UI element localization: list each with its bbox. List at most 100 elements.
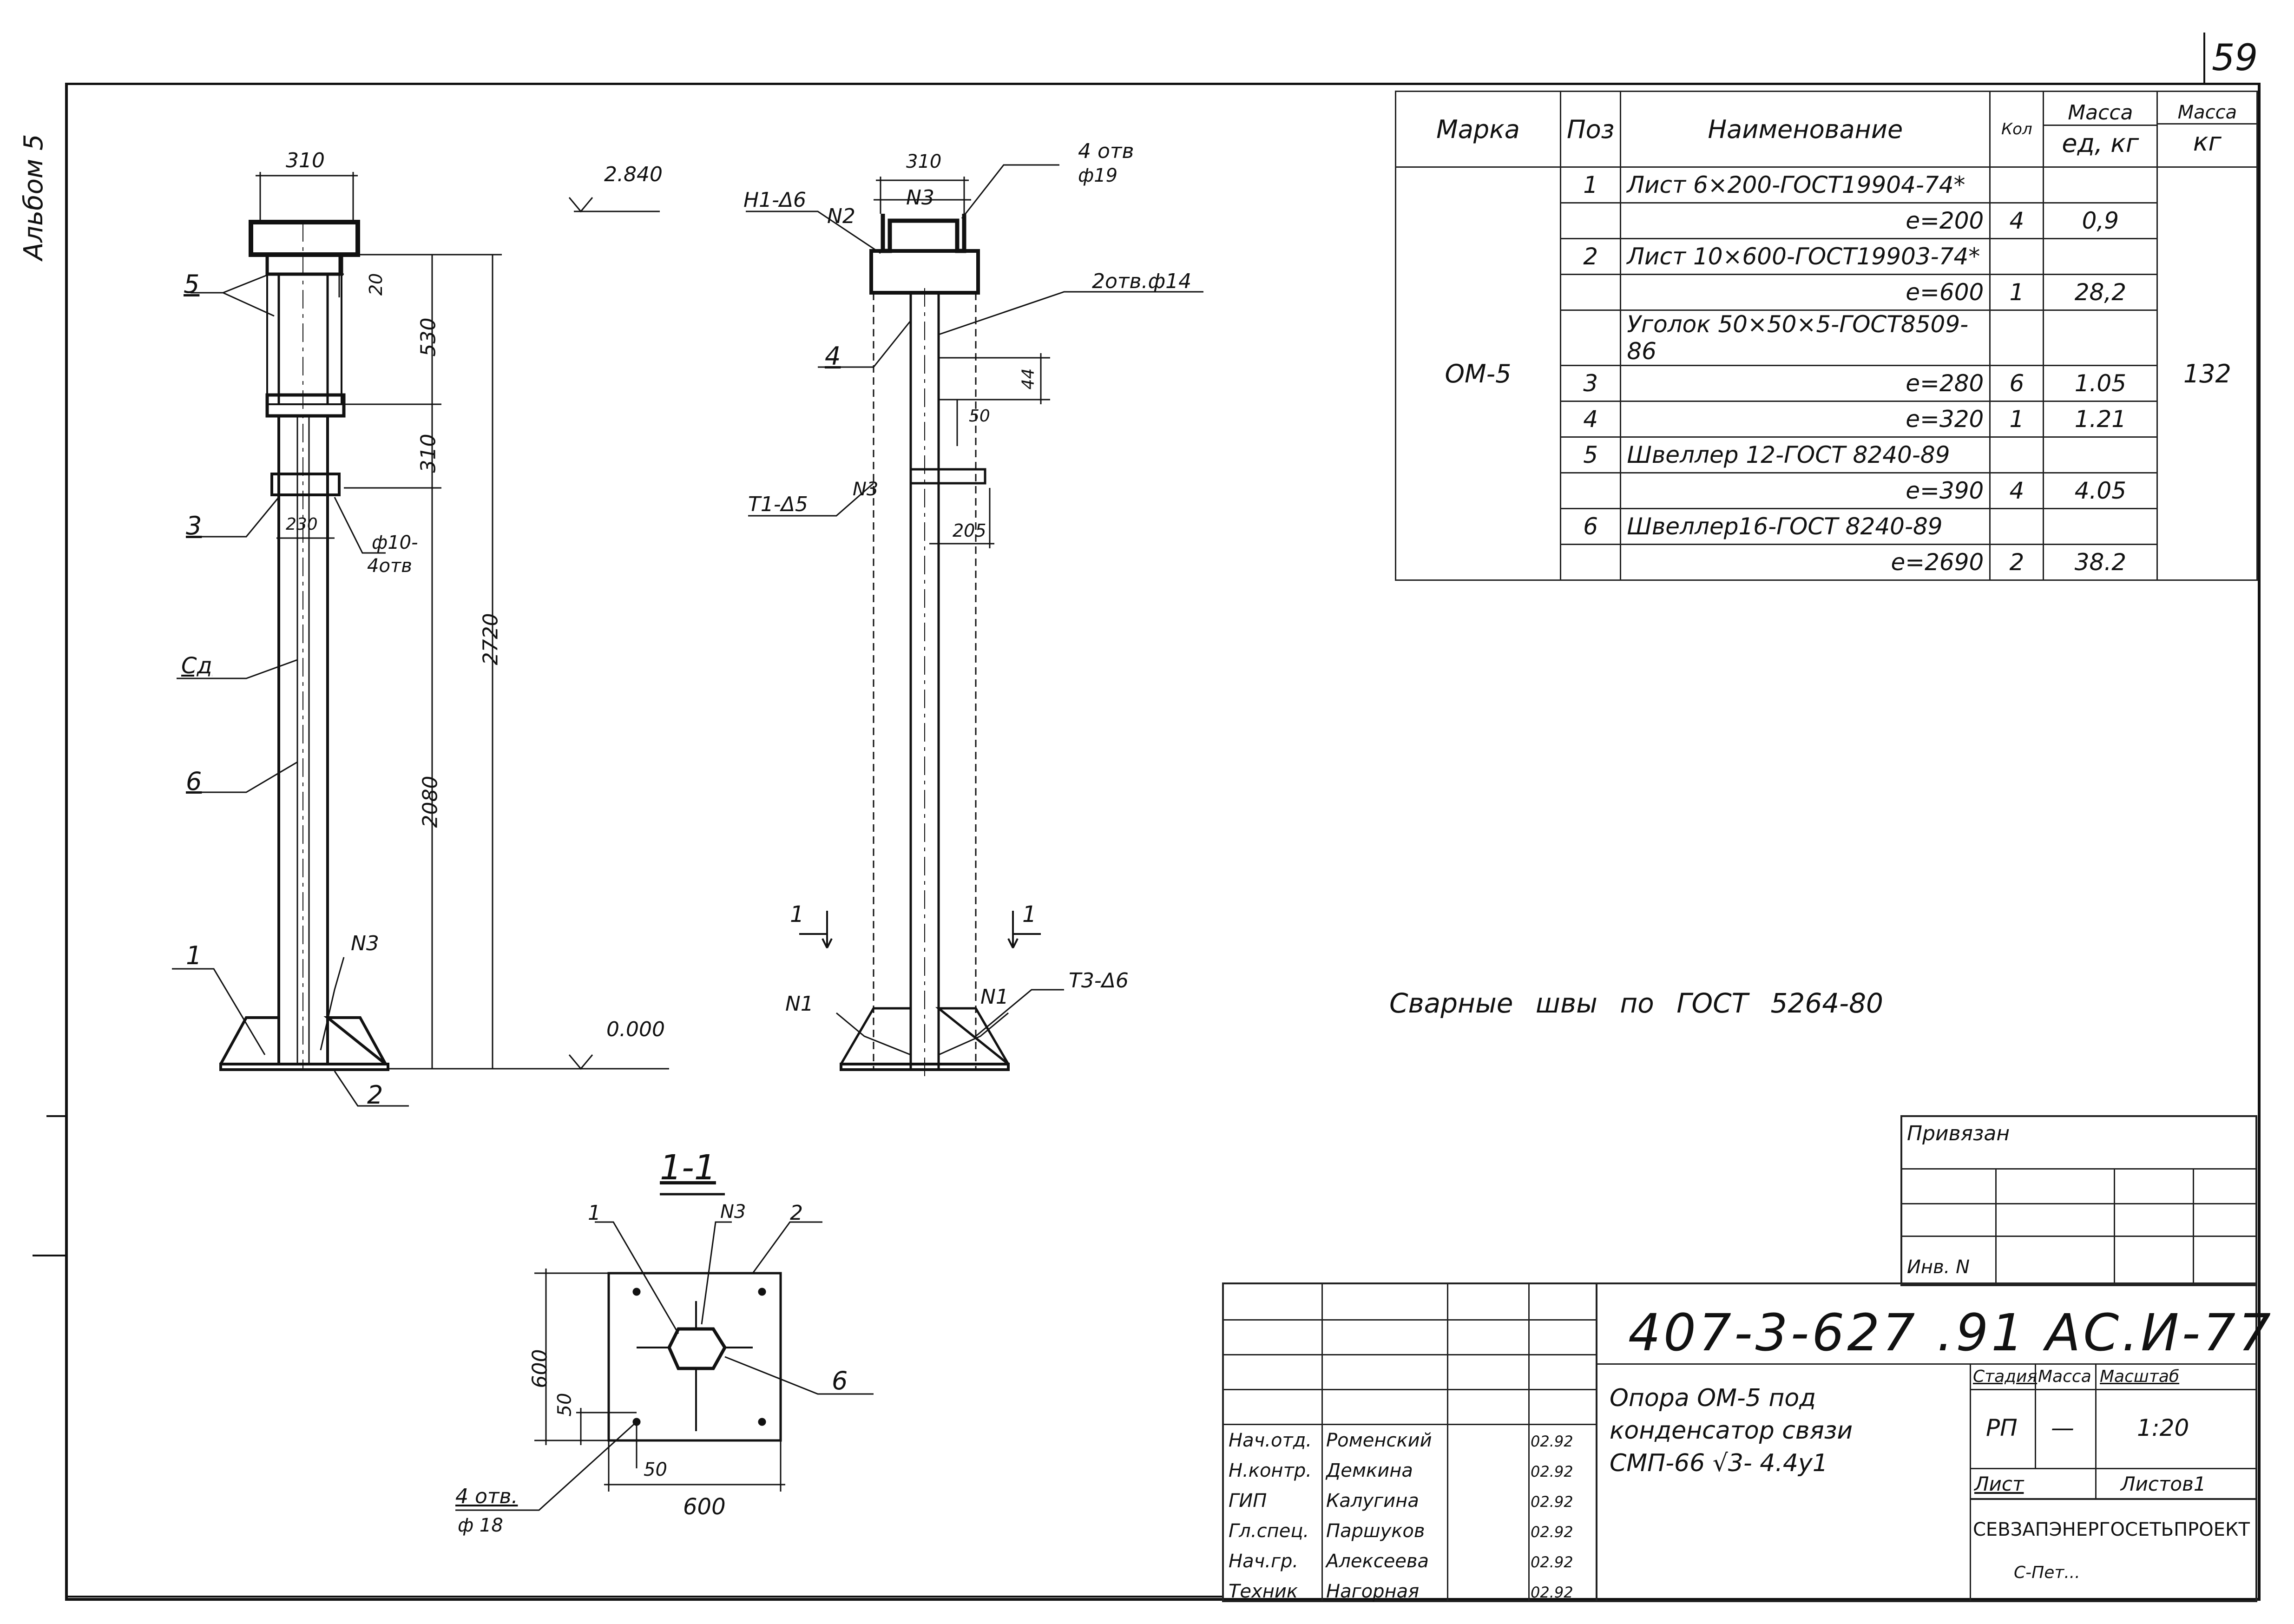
position-3: 3 bbox=[186, 511, 202, 540]
organization-city: С-Пет... bbox=[2014, 1563, 2080, 1582]
position-5: 5 bbox=[184, 270, 200, 299]
row-mass bbox=[2043, 309, 2158, 366]
staff-grid bbox=[1224, 1284, 1597, 1600]
row-quantity: 6 bbox=[1989, 365, 2044, 402]
row-mass: 0,9 bbox=[2043, 202, 2158, 239]
staff-role: Техник bbox=[1229, 1581, 1298, 1602]
row-quantity bbox=[1989, 238, 2044, 275]
header-name: Наименование bbox=[1620, 91, 1991, 168]
staff-role: Нач.отд. bbox=[1229, 1430, 1312, 1451]
page-number-divider bbox=[2203, 33, 2205, 84]
dim-2080: 2080 bbox=[418, 776, 442, 828]
row-position bbox=[1559, 472, 1622, 509]
label-n3-side: N3 bbox=[906, 186, 934, 210]
staff-name: Роменский bbox=[1326, 1430, 1432, 1451]
row-name: е=320 bbox=[1620, 401, 1991, 438]
binding-stamp: Привязан Инв. N bbox=[1900, 1115, 2257, 1286]
header-unit-mass-bottom: ед, кг bbox=[2044, 124, 2157, 158]
dim-310-top: 310 bbox=[286, 149, 325, 172]
row-quantity bbox=[1989, 436, 2044, 473]
inventory-number-label: Инв. N bbox=[1907, 1256, 1970, 1278]
section-dim-50-horizontal: 50 bbox=[644, 1459, 667, 1480]
bottom-border bbox=[65, 1596, 1222, 1598]
weld-t3-a6: Т3-Δ6 bbox=[1069, 969, 1129, 993]
row-mass bbox=[2043, 436, 2158, 473]
label-n1-right: N1 bbox=[980, 985, 1009, 1009]
row-name: Швеллер 12-ГОСТ 8240-89 bbox=[1620, 436, 1991, 473]
row-position: 4 bbox=[1559, 401, 1622, 438]
row-name: е=390 bbox=[1620, 472, 1991, 509]
dim-205: 205 bbox=[953, 520, 986, 541]
label-n3-front: N3 bbox=[351, 932, 379, 955]
stage-label: Стадия bbox=[1973, 1367, 2038, 1386]
row-name: е=200 bbox=[1620, 202, 1991, 239]
row-quantity bbox=[1989, 166, 2044, 204]
section-n3: N3 bbox=[720, 1201, 746, 1223]
section-position-1: 1 bbox=[588, 1201, 601, 1225]
front-view bbox=[172, 172, 669, 1107]
staff-role: Н.контр. bbox=[1229, 1460, 1312, 1481]
description-line: СМП-66 √3- 4.4у1 bbox=[1610, 1449, 1828, 1477]
row-mass: 4.05 bbox=[2043, 472, 2158, 509]
header-unit-mass-top: Масса bbox=[2068, 100, 2133, 125]
section-dim-600-vertical: 600 bbox=[528, 1349, 552, 1388]
staff-name: Паршуков bbox=[1326, 1520, 1425, 1542]
row-name: Уголок 50×50×5-ГОСТ8509-86 bbox=[1620, 309, 1991, 366]
stage-value: РП bbox=[1986, 1414, 2018, 1441]
header-position: Поз bbox=[1559, 91, 1622, 168]
side-2-holes: 2отв.ф14 bbox=[1092, 270, 1192, 293]
staff-date: 02.92 bbox=[1531, 1493, 1573, 1511]
staff-date: 02.92 bbox=[1531, 1433, 1573, 1450]
total-mass-cell: 132 bbox=[2156, 166, 2258, 581]
row-name: Швеллер16-ГОСТ 8240-89 bbox=[1620, 508, 1991, 545]
description-line: Опора ОМ-5 под bbox=[1610, 1384, 1816, 1412]
label-n1-left: N1 bbox=[785, 992, 814, 1016]
drawing-frame bbox=[65, 83, 2261, 1601]
row-quantity: 2 bbox=[1989, 544, 2044, 581]
row-mass: 28,2 bbox=[2043, 274, 2158, 311]
position-2: 2 bbox=[367, 1080, 383, 1110]
section-1-1 bbox=[455, 1193, 874, 1511]
hole-count: 4отв bbox=[367, 555, 412, 577]
mass-label: Масса bbox=[2038, 1367, 2091, 1386]
staff-date: 02.92 bbox=[1531, 1553, 1573, 1571]
row-quantity: 4 bbox=[1989, 202, 2044, 239]
staff-date: 02.92 bbox=[1531, 1584, 1573, 1601]
side-view bbox=[746, 164, 1203, 1078]
row-quantity: 1 bbox=[1989, 401, 2044, 438]
header-quantity: Кол bbox=[1989, 91, 2044, 168]
document-code: 407-3-627 .91 АС.И-77 bbox=[1628, 1303, 2274, 1362]
table-row: ОМ-5 1 Лист 6×200-ГОСТ19904-74* 132 bbox=[1395, 166, 2258, 581]
elevation-top: 2.840 bbox=[604, 163, 663, 186]
description: Опора ОМ-5 под конденсатор связи СМП-66 … bbox=[1610, 1382, 1853, 1479]
row-position: 5 bbox=[1559, 436, 1622, 473]
row-mass bbox=[2043, 508, 2158, 545]
row-name: е=280 bbox=[1620, 365, 1991, 402]
row-quantity bbox=[1989, 508, 2044, 545]
position-1: 1 bbox=[186, 941, 202, 970]
row-name: Лист 6×200-ГОСТ19904-74* bbox=[1620, 166, 1991, 204]
position-6: 6 bbox=[186, 767, 202, 796]
section-position-6: 6 bbox=[832, 1366, 848, 1395]
section-hole-diameter: ф 18 bbox=[458, 1515, 503, 1536]
organization: СЕВЗАПЭНЕРГОСЕТЬПРОЕКТ bbox=[1973, 1519, 2250, 1540]
cut-mark-right: 1 bbox=[1022, 901, 1037, 927]
margin-tick bbox=[46, 1115, 65, 1117]
dim-530: 530 bbox=[416, 317, 440, 357]
section-position-2: 2 bbox=[790, 1201, 803, 1225]
staff-name: Калугина bbox=[1326, 1490, 1419, 1512]
dim-50-side: 50 bbox=[969, 407, 990, 426]
section-4-holes: 4 отв. bbox=[455, 1485, 518, 1508]
mass-value: — bbox=[2051, 1414, 2074, 1441]
page-number: 59 bbox=[2212, 37, 2258, 79]
dim-44: 44 bbox=[1019, 368, 1038, 390]
